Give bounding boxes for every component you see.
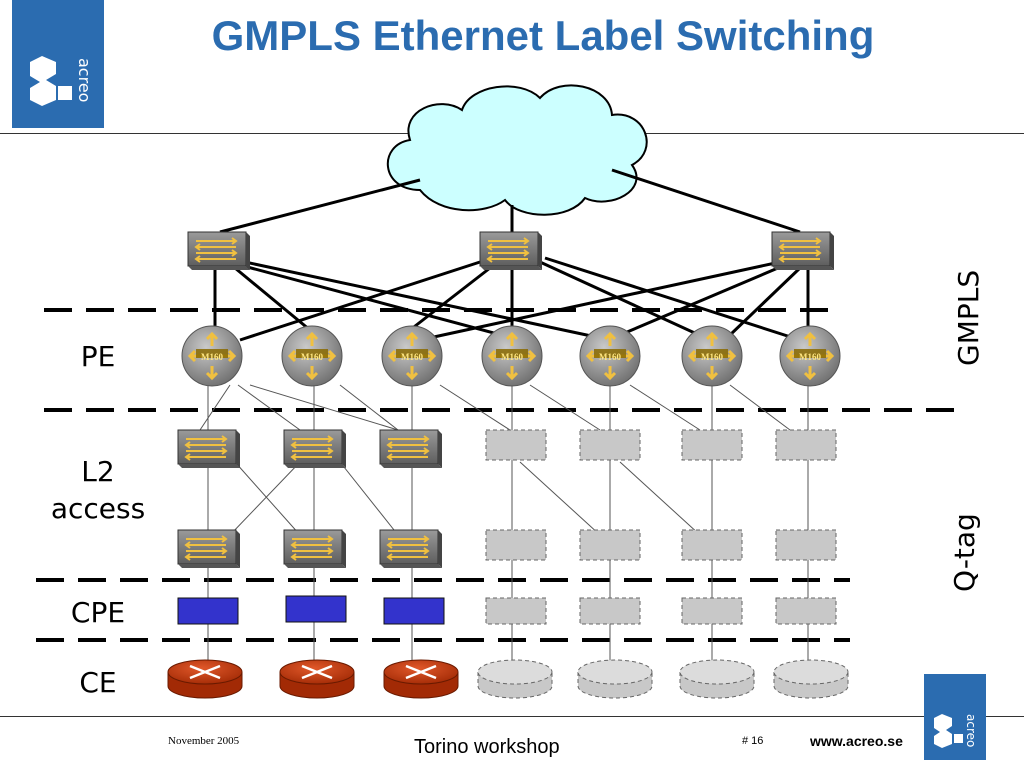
core-switch-3	[771, 231, 835, 271]
l2-placeholder-upper-2	[579, 429, 641, 461]
l2-switch-lower-3	[379, 529, 443, 569]
ce-placeholder-1	[477, 659, 553, 699]
cpe-box-2	[285, 595, 347, 623]
l2-placeholder-lower-4	[775, 529, 837, 561]
cpe-placeholder-3	[681, 597, 743, 625]
acreo-logo-mark	[30, 56, 72, 106]
cpe-placeholder-2	[579, 597, 641, 625]
l2-placeholder-lower-3	[681, 529, 743, 561]
mesh-links	[213, 256, 810, 342]
l2-placeholder-upper-1	[485, 429, 547, 461]
router-model-label-5: M160	[599, 352, 621, 362]
footer-url: www.acreo.se	[810, 733, 903, 749]
layer-label-ce: CE	[79, 666, 117, 699]
l2-placeholder-upper-4	[775, 429, 837, 461]
ce-placeholder-3	[679, 659, 755, 699]
ce-placeholder-2	[577, 659, 653, 699]
router-model-label-2: M160	[301, 352, 323, 362]
router-model-label-3: M160	[401, 352, 423, 362]
core-links	[219, 168, 801, 234]
l2-switch-upper-2	[283, 429, 347, 469]
layer-separators	[36, 308, 958, 642]
core-switch-1	[187, 231, 251, 271]
router-labels: M160 M160 M160 M160 M160 M160 M160	[201, 352, 821, 362]
footer-event: Torino workshop	[414, 736, 560, 758]
router-model-label-1: M160	[201, 352, 223, 362]
layer-label-l2: L2	[81, 455, 115, 488]
layer-label-pe: PE	[80, 340, 116, 373]
l2-placeholder-lower-1	[485, 529, 547, 561]
l2-switch-lower-2	[283, 529, 347, 569]
gmpls-label: GMPLS	[952, 269, 985, 366]
qtag-label: Q-tag	[948, 513, 981, 592]
core-switch-2	[479, 231, 543, 271]
l2-switch-lower-1	[177, 529, 241, 569]
router-model-label-7: M160	[799, 352, 821, 362]
footer-date: November 2005	[168, 735, 240, 747]
cpe-box-3	[383, 597, 445, 625]
acreo-logo-footer-mark	[934, 714, 963, 748]
ce-router-1	[166, 658, 244, 700]
ce-router-2	[278, 658, 356, 700]
access-links	[199, 384, 809, 672]
router-model-label-4: M160	[501, 352, 523, 362]
acreo-logo: acreo	[12, 0, 104, 128]
layer-label-access: access	[50, 492, 146, 525]
ce-placeholder-4	[773, 659, 849, 699]
l2-placeholder-lower-2	[579, 529, 641, 561]
logo-footer-text: acreo	[964, 714, 978, 748]
l2-switch-upper-1	[177, 429, 241, 469]
cpe-placeholder-1	[485, 597, 547, 625]
footer-divider	[0, 716, 1024, 717]
footer-page-number: # 16	[742, 735, 764, 747]
router-model-label-6: M160	[701, 352, 723, 362]
ce-router-3	[382, 658, 460, 700]
l2-placeholder-upper-3	[681, 429, 743, 461]
acreo-logo-footer: acreo	[924, 674, 986, 760]
layer-label-cpe: CPE	[70, 596, 126, 629]
page-title: GMPLS Ethernet Label Switching	[211, 12, 875, 59]
cpe-box-1	[177, 597, 239, 625]
l2-switch-upper-3	[379, 429, 443, 469]
core-cloud	[386, 84, 648, 216]
cpe-placeholder-4	[775, 597, 837, 625]
